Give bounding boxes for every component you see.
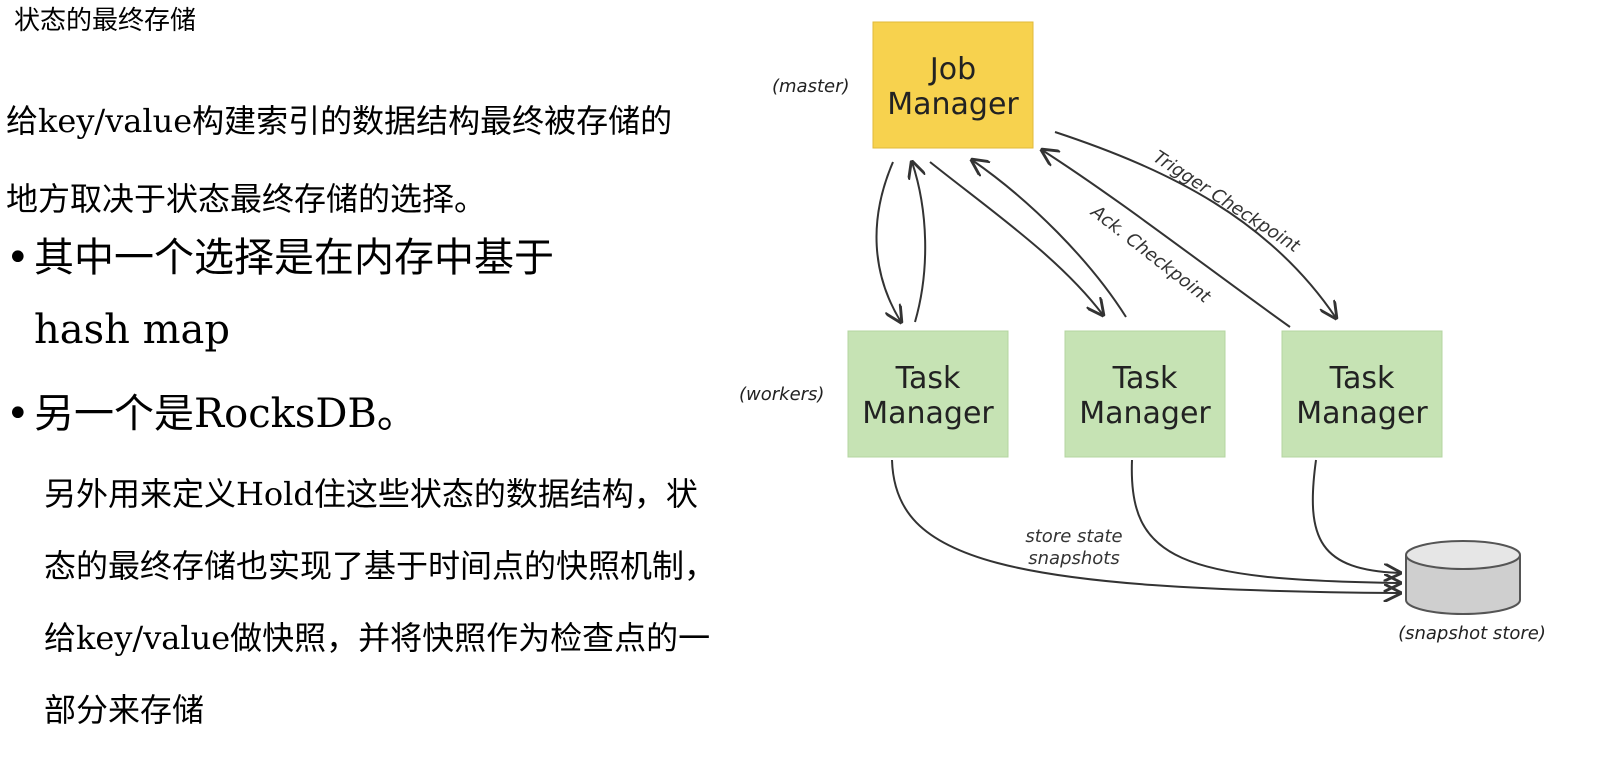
page-heading: 状态的最终存储: [14, 6, 197, 36]
job-manager-label: Job: [928, 52, 976, 87]
bullet-text: 另一个是RocksDB。: [34, 391, 417, 437]
intro-paragraph: 给key/value构建索引的数据结构最终被存储的地方取决于状态最终存储的选择。: [6, 102, 673, 218]
master-role-label: (master): [772, 76, 850, 97]
heartbeat-arrow: [912, 162, 927, 323]
task-manager-label: Manager: [1079, 396, 1211, 431]
database-icon: [1405, 540, 1521, 615]
ack-arrow: [972, 160, 1127, 318]
task-manager-label: Manager: [1296, 396, 1428, 431]
bullet-item: • 其中一个选择是在内存中基于 hash map: [6, 222, 706, 366]
job-manager-label: Manager: [887, 87, 1019, 122]
snapshot-arrow: [1130, 459, 1400, 583]
snapshot-arrow: [891, 459, 1400, 593]
task-manager-label: Task: [1112, 361, 1178, 396]
bullet-item: • 另一个是RocksDB。: [6, 378, 706, 450]
task-manager-box: [1064, 330, 1226, 458]
bullet-dot-icon: •: [6, 391, 30, 437]
workers-role-label: (workers): [739, 384, 824, 405]
bullet-dot-icon: •: [6, 235, 30, 281]
job-manager-box: [872, 21, 1034, 149]
ack-checkpoint-label: Ack. Checkpoint: [1086, 201, 1215, 308]
task-manager-box: [1281, 330, 1443, 458]
trigger-arrow: [1054, 131, 1336, 318]
task-manager-label: Manager: [862, 396, 994, 431]
bullet-list: • 其中一个选择是在内存中基于 hash map • 另一个是RocksDB。: [6, 222, 706, 462]
note-paragraph: 另外用来定义Hold住这些状态的数据结构，状态的最终存储也实现了基于时间点的快照…: [44, 475, 717, 729]
bullet-text: 其中一个选择是在内存中基于 hash map: [34, 235, 554, 353]
store-state-label: snapshots: [1028, 548, 1119, 569]
task-manager-label: Task: [1329, 361, 1395, 396]
heartbeat-arrow: [875, 161, 901, 322]
ack-arrow: [1042, 150, 1291, 328]
task-manager-label: Task: [895, 361, 961, 396]
store-state-label: store state: [1025, 526, 1122, 547]
task-manager-box: [847, 330, 1009, 458]
snapshot-store-label: (snapshot store): [1398, 623, 1546, 644]
snapshot-arrow: [1311, 459, 1400, 573]
trigger-arrow: [929, 161, 1103, 315]
